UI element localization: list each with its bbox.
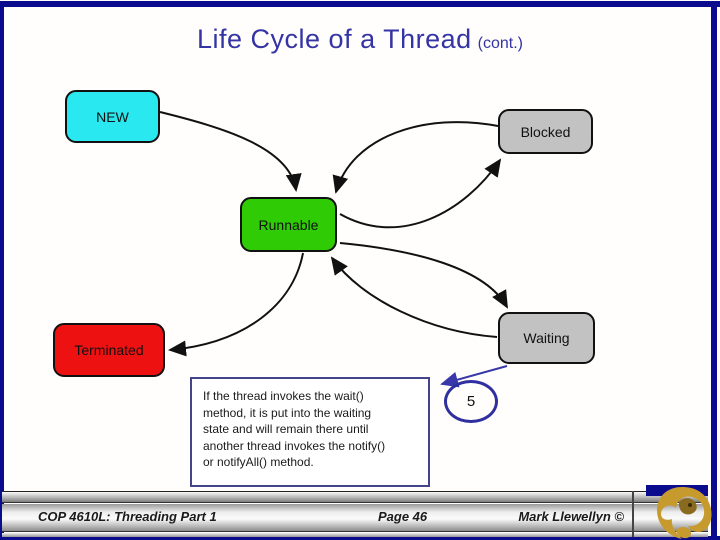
callout-line: method, it is put into the waiting (203, 405, 372, 420)
arrow-waiting-to-runnable (330, 256, 498, 338)
page-title: Life Cycle of a Thread (cont.) (0, 24, 720, 55)
state-runnable-label: Runnable (258, 216, 319, 233)
state-terminated: Terminated (53, 323, 165, 377)
arrow-blocked-to-runnable (332, 121, 499, 194)
step-number-ellipse: 5 (444, 380, 498, 423)
slide-border-left (0, 1, 4, 538)
state-waiting: Waiting (498, 312, 595, 364)
footer-bar-main (2, 504, 708, 532)
arrow-runnable-to-terminated (168, 252, 304, 357)
arrow-runnable-to-blocked (339, 158, 502, 229)
state-waiting-label: Waiting (523, 330, 570, 346)
state-new: NEW (65, 90, 160, 143)
footer-divider (632, 491, 634, 537)
callout-line: or notifyAll() method. (203, 455, 314, 469)
callout-text-box: If the thread invokes the wait() method,… (190, 377, 430, 487)
arrow-runnable-to-waiting (339, 242, 508, 309)
callout-line: another thread invokes the notify() (203, 438, 386, 453)
state-blocked: Blocked (498, 109, 593, 154)
callout-line: If the thread invokes the wait() (203, 389, 364, 403)
title-text: Life Cycle of a Thread (197, 24, 472, 54)
arrow-new-to-runnable (159, 111, 302, 192)
state-terminated-label: Terminated (74, 342, 144, 358)
footer-page-number: Page 46 (378, 509, 428, 524)
state-runnable: Runnable (240, 197, 337, 252)
slide-border-bottom (0, 536, 720, 540)
slide-border-right (711, 1, 717, 538)
ucf-pegasus-logo (657, 487, 712, 539)
footer-author: Mark Llewellyn © (518, 509, 624, 524)
callout-line: state and will remain there until (203, 422, 369, 436)
title-suffix: (cont.) (477, 35, 523, 52)
state-new-label: NEW (96, 108, 129, 125)
footer-bar-bottom (2, 533, 708, 537)
state-blocked-label: Blocked (520, 123, 571, 140)
footer-course: COP 4610L: Threading Part 1 (38, 509, 217, 524)
slide-border-top (0, 1, 720, 7)
footer-bar-top (2, 491, 708, 503)
step-number: 5 (466, 393, 476, 410)
